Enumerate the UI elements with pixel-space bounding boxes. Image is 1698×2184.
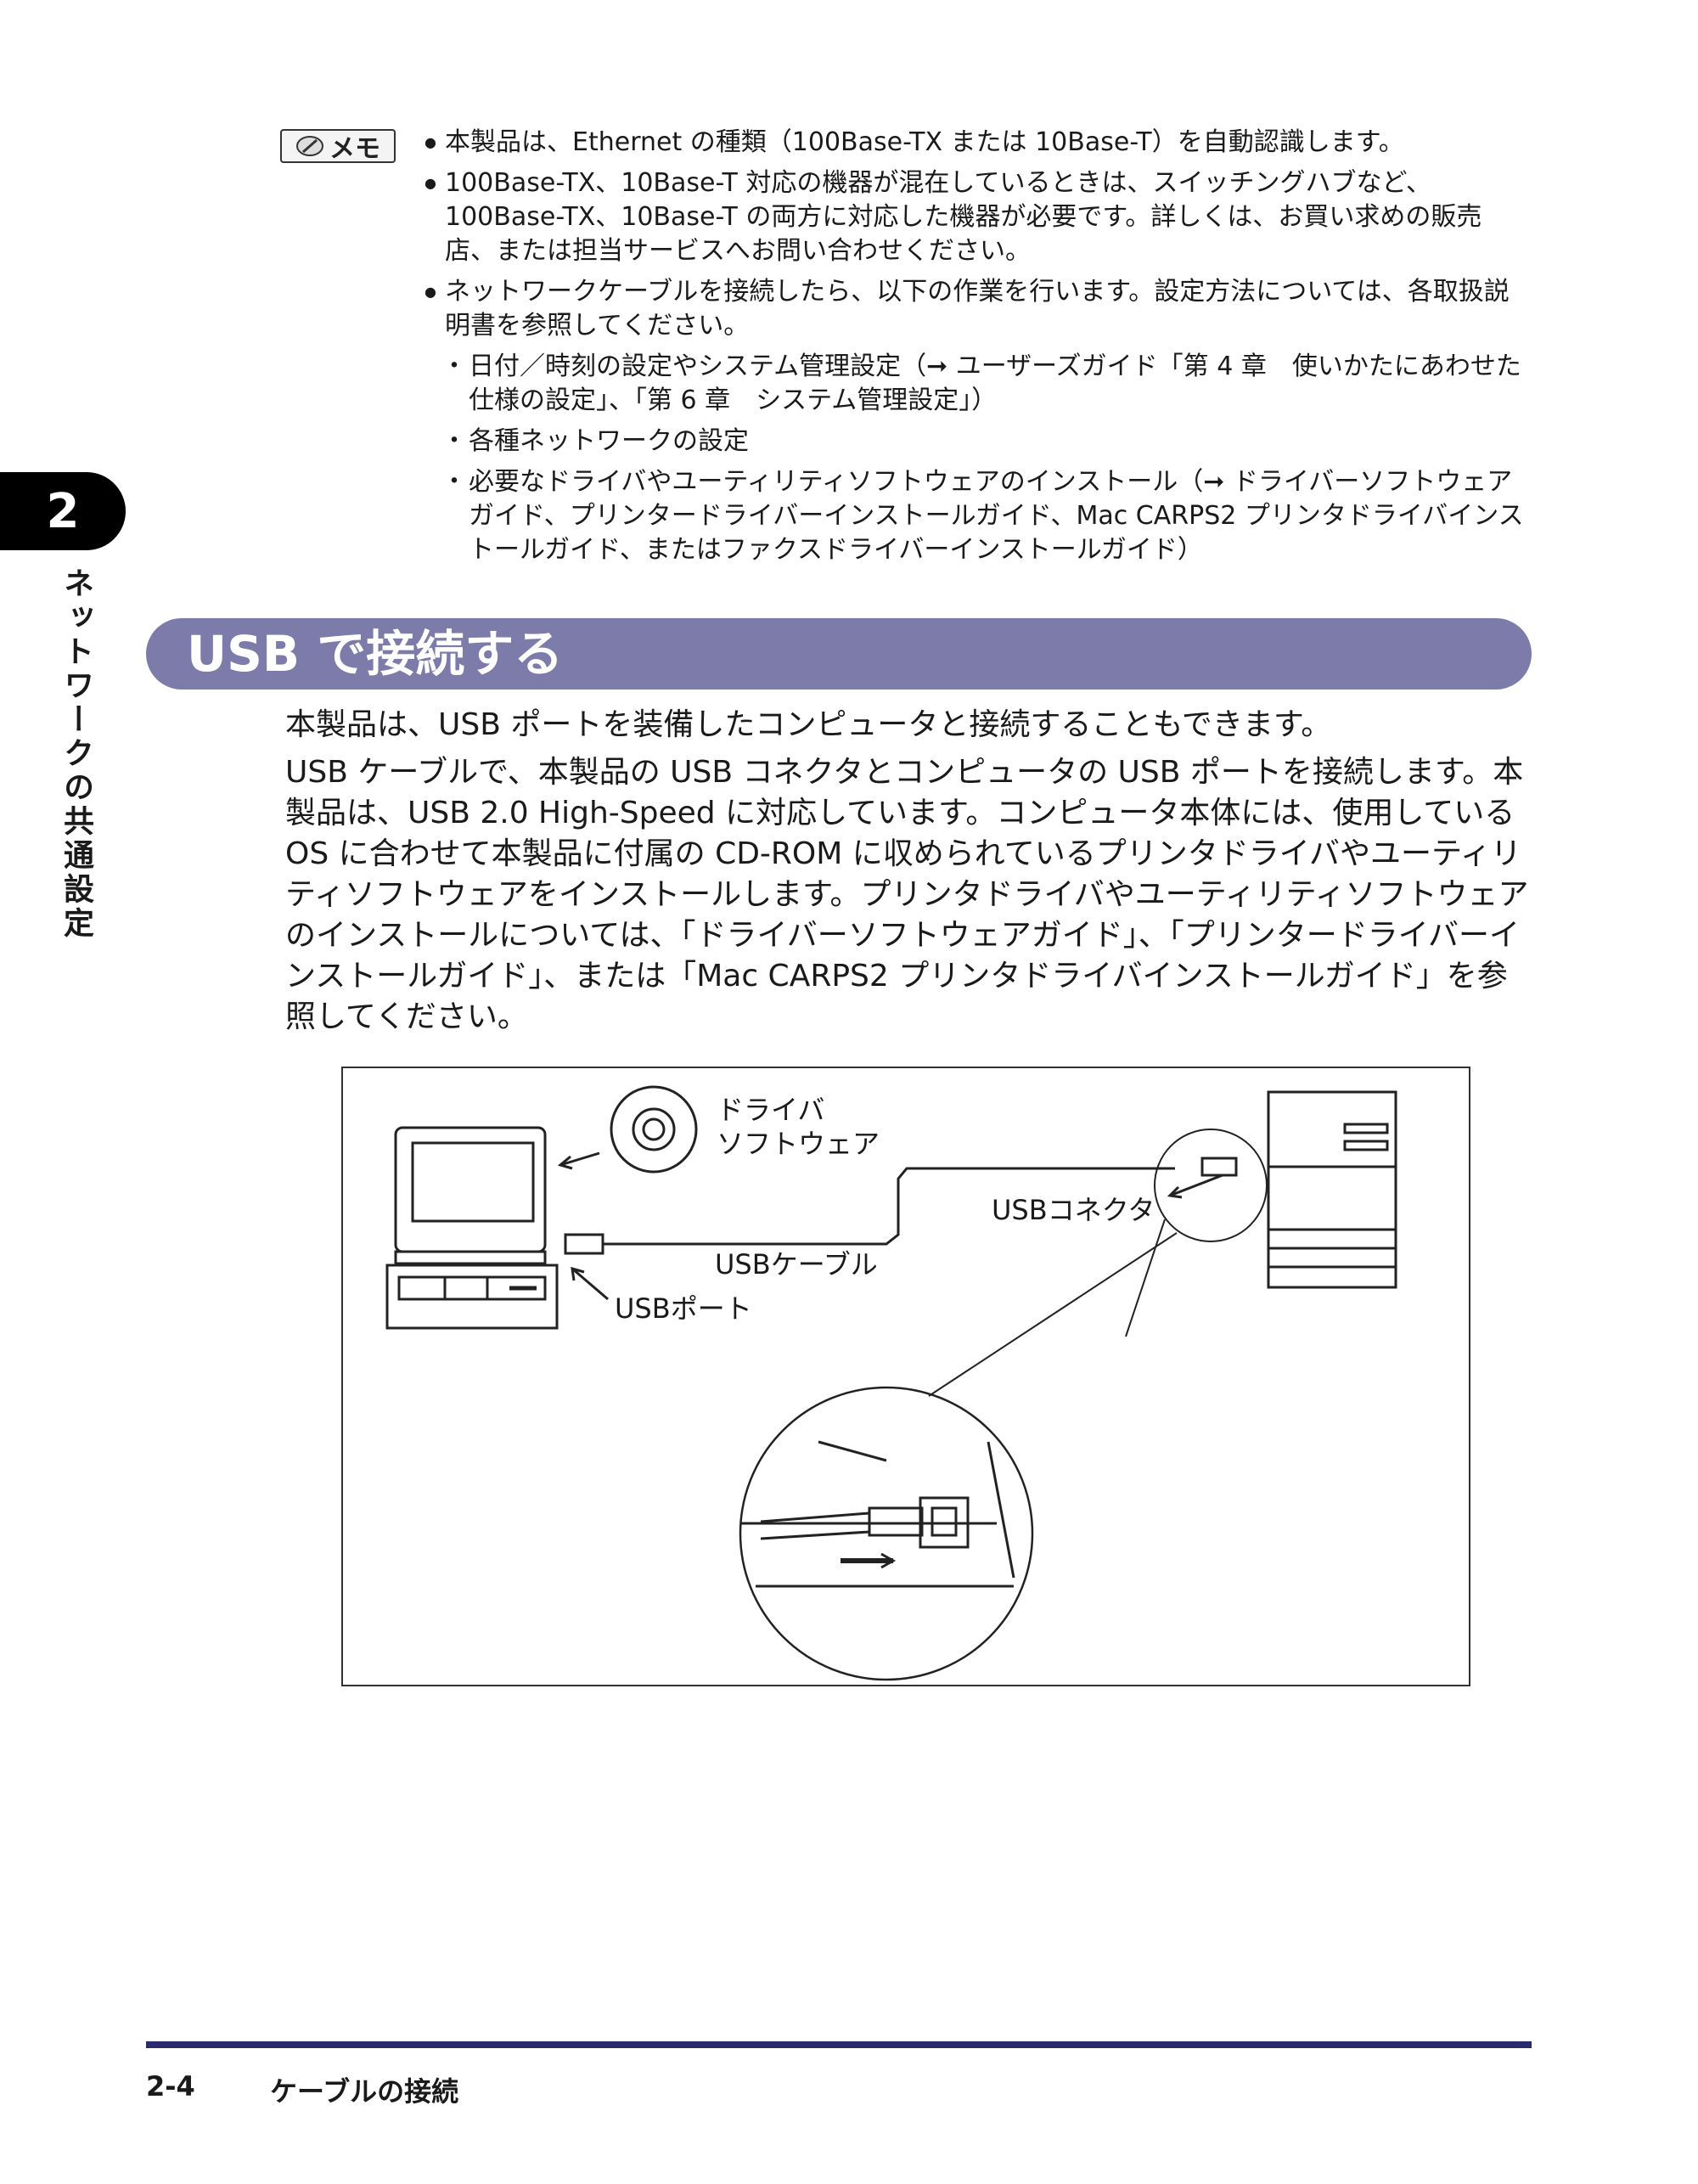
usb-port-label: USBポート: [615, 1292, 752, 1325]
usb-connector-label: USBコネクタ: [992, 1194, 1155, 1226]
memo-sub-item: 必要なドライバやユーティリティソフトウェアのインストール（➞ ドライバーソフトウ…: [424, 465, 1528, 567]
usb-connection-illustration: [385, 1085, 1397, 1681]
memo-badge: メモ: [280, 129, 396, 164]
memo-item: 本製品は、Ethernet の種類（100Base-TX または 10Base-…: [424, 126, 1528, 160]
footer-section-title: ケーブルの接続: [270, 2075, 459, 2108]
memo-badge-label: メモ: [329, 134, 380, 164]
usb-cable-label: USBケーブル: [715, 1248, 878, 1281]
footer-rule: [146, 2041, 1532, 2048]
memo-item: ネットワークケーブルを接続したら、以下の作業を行います。設定方法については、各取…: [424, 275, 1528, 343]
section-header-bar: [146, 618, 1532, 690]
pencil-icon: [296, 136, 323, 156]
body-paragraph: 本製品は、USB ポートを装備したコンピュータと接続することもできます。: [285, 707, 1332, 742]
chapter-number-tab: 2: [0, 472, 126, 550]
memo-sub-item: 各種ネットワークの設定: [424, 425, 1528, 459]
section-title: USB で接続する: [187, 625, 564, 683]
memo-sub-item: 日付／時刻の設定やシステム管理設定（➞ ユーザーズガイド「第 4 章 使いかたに…: [424, 350, 1528, 418]
driver-software-label-line2: ソフトウェア: [717, 1128, 880, 1160]
memo-item: 100Base-TX、10Base-T 対応の機器が混在しているときは、スイッチ…: [424, 166, 1528, 268]
memo-list: 本製品は、Ethernet の種類（100Base-TX または 10Base-…: [424, 126, 1528, 574]
usb-connection-figure: ドライバ ソフトウェア USBコネクタ USBケーブル USBポート: [341, 1067, 1470, 1686]
chapter-side-title: ネットワークの共通設定: [59, 567, 93, 941]
page-number: 2-4: [146, 2070, 195, 2102]
driver-software-label-line1: ドライバ: [717, 1094, 825, 1126]
body-paragraph: USB ケーブルで、本製品の USB コネクタとコンピュータの USB ポートを…: [285, 755, 1529, 1034]
